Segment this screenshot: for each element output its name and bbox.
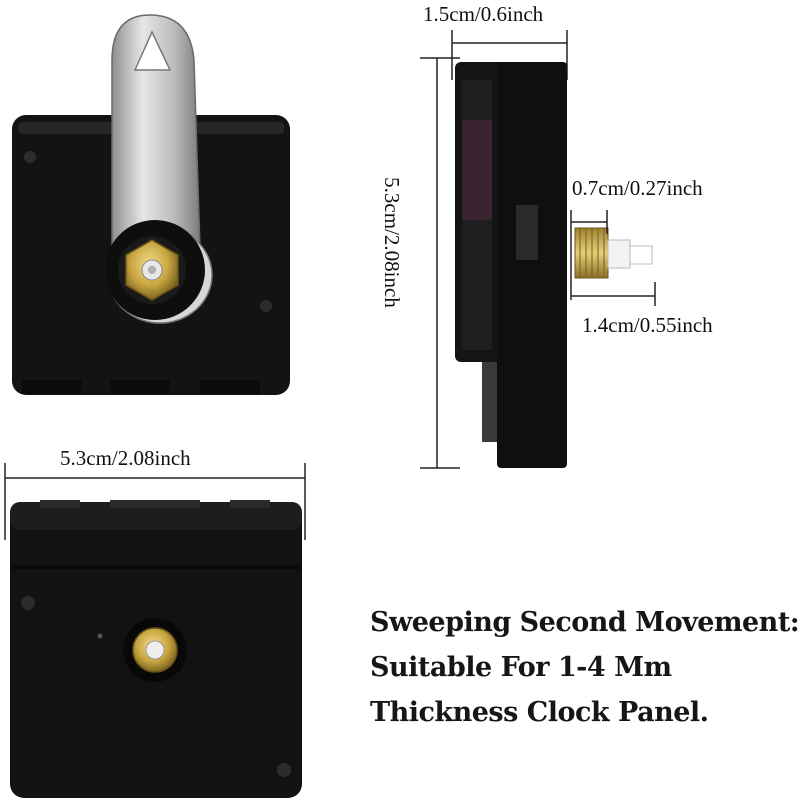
- movement-side-view: [420, 30, 656, 469]
- caption-line-2: Suitable For 1-4 Mm: [370, 652, 672, 683]
- movement-back-view: [4, 463, 306, 798]
- side-width-label: 1.5cm/0.6inch: [423, 2, 544, 26]
- movement-front-view: [12, 14, 290, 395]
- screw-hole: [24, 151, 36, 163]
- hanger-bracket: [111, 14, 201, 251]
- product-caption: Sweeping Second Movement: Suitable For 1…: [370, 600, 800, 735]
- caption-line-1: Sweeping Second Movement:: [370, 607, 800, 638]
- screw-hole: [260, 300, 272, 312]
- back-width-label: 5.3cm/2.08inch: [60, 446, 191, 470]
- side-height-label: 5.3cm/2.08inch: [379, 177, 404, 308]
- hanger-hole: [133, 30, 172, 71]
- shaft-total-label: 1.4cm/0.55inch: [582, 313, 713, 337]
- shaft-thread-label: 0.7cm/0.27inch: [572, 176, 703, 200]
- caption-line-3: Thickness Clock Panel.: [370, 697, 709, 728]
- screw-hole: [21, 596, 35, 610]
- screw-hole: [277, 763, 291, 777]
